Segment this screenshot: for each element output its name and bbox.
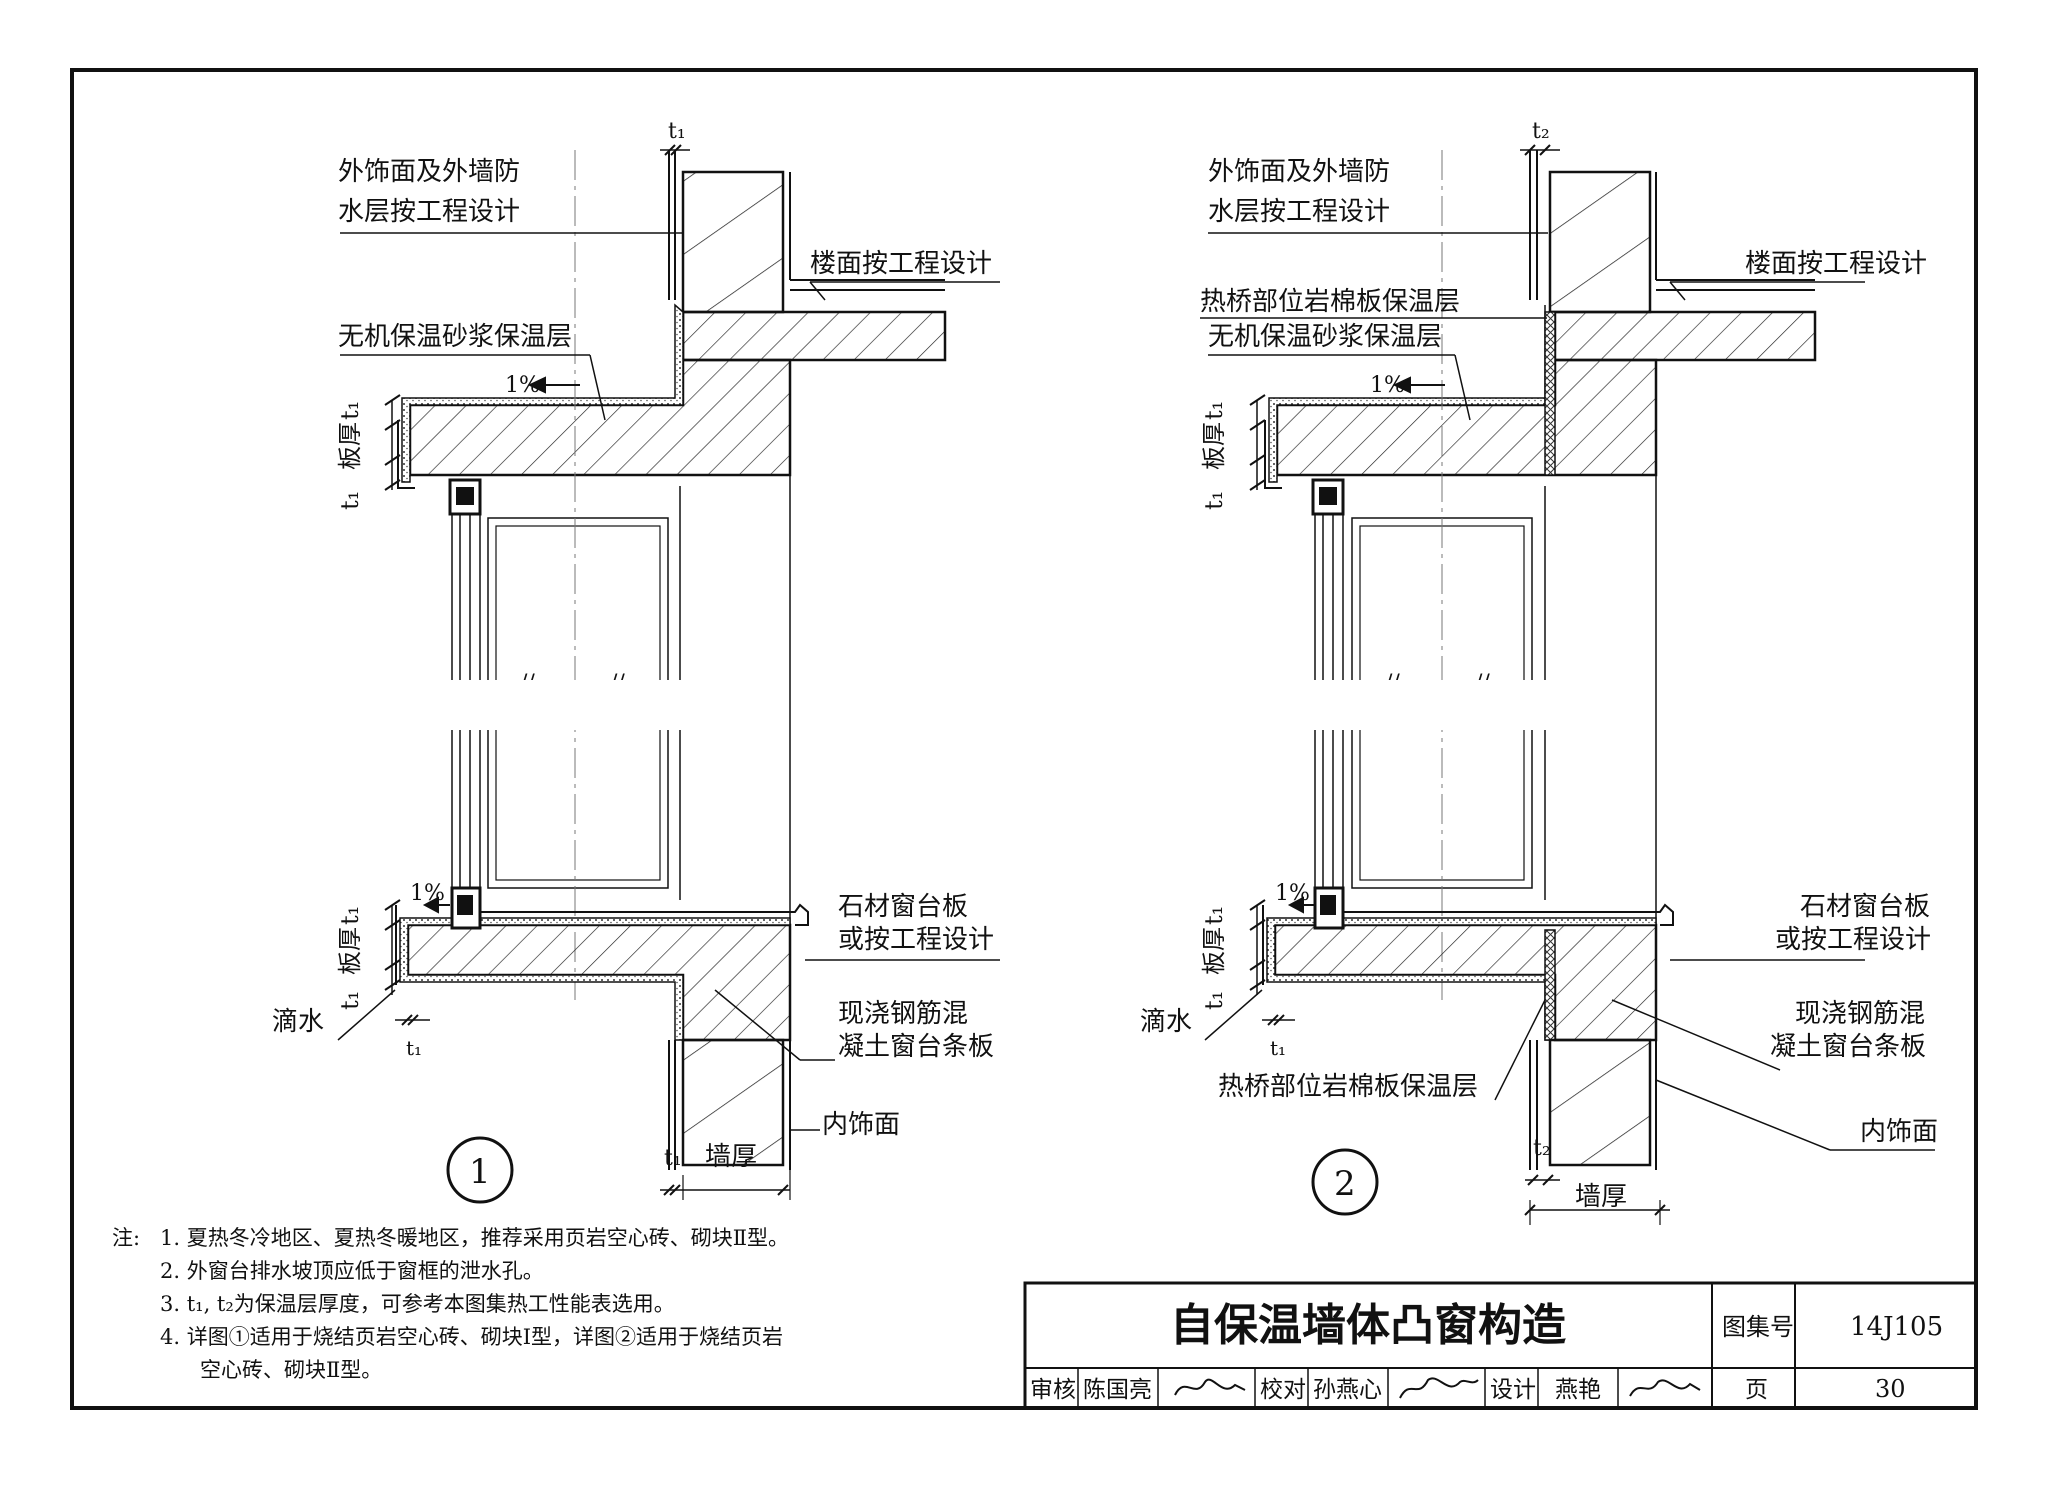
notes-heading: 注:: [112, 1226, 141, 1250]
d2-sill-label-2: 或按工程设计: [1775, 925, 1931, 955]
reviewer-signature: [1174, 1378, 1246, 1396]
d2-slope-top: 1%: [1370, 373, 1405, 398]
detail-1-circle: [446, 1136, 514, 1204]
stone-sill-board: [455, 903, 809, 926]
d2-wall-thickness: 墙厚: [1575, 1182, 1627, 1212]
check-label: 校对: [1260, 1377, 1306, 1403]
review-label: 审核: [1030, 1377, 1076, 1403]
checker-signature: [1399, 1377, 1479, 1399]
designer-name: 燕艳: [1555, 1377, 1601, 1403]
d1-sill-label-1: 石材窗台板: [838, 892, 968, 922]
d1-slope-top: 1%: [505, 373, 540, 398]
d1-sill-label-2: 或按工程设计: [838, 925, 994, 955]
d1-mortar-label: 无机保温砂浆保温层: [338, 322, 572, 352]
detail-1: // //: [337, 144, 1000, 1204]
note-2: 2. 外窗台排水坡顶应低于窗框的泄水孔。: [160, 1259, 544, 1283]
d2-inner-label: 内饰面: [1860, 1117, 1938, 1147]
d2-side-slab-top: 板厚: [1200, 422, 1228, 470]
d2-rockwool-label: 热桥部位岩棉板保温层: [1200, 287, 1460, 317]
d2-side-t1b-bot: t₁: [1200, 991, 1228, 1010]
note-1: 1. 夏热冬冷地区、夏热冬暖地区，推荐采用页岩空心砖、砌块Ⅱ型。: [160, 1226, 789, 1250]
page-value: 30: [1875, 1375, 1906, 1403]
d2-sill-label-1: 石材窗台板: [1800, 892, 1930, 922]
d2-rockwool-label-bottom: 热桥部位岩棉板保温层: [1218, 1072, 1478, 1102]
d2-floor-label: 楼面按工程设计: [1745, 249, 1927, 279]
d2-side-t1-top: t₁: [1200, 401, 1228, 420]
mortar-insulation-bottom: [399, 917, 791, 1041]
mortar-insulation-top: [401, 303, 684, 483]
d1-side-t1-bot: t₁: [336, 906, 364, 925]
d2-side-t1b-top: t₁: [1200, 491, 1228, 510]
d1-wall-thickness: 墙厚: [705, 1142, 757, 1172]
checker-name: 孙燕心: [1313, 1377, 1382, 1403]
d1-side-slab-bot: 板厚: [336, 927, 364, 975]
d2-drip-t1: t₁: [1270, 1036, 1286, 1060]
d2-concrete-label-2: 凝土窗台条板: [1770, 1032, 1926, 1062]
d1-top-label-2: 水层按工程设计: [338, 197, 520, 227]
reviewer-name: 陈国亮: [1083, 1377, 1152, 1403]
d1-concrete-label-1: 现浇钢筋混: [838, 999, 968, 1029]
d2-drip-label: 滴水: [1140, 1007, 1192, 1037]
note-4-cont: 空心砖、砌块Ⅱ型。: [200, 1358, 383, 1382]
d1-t1-bottom: t₁: [664, 1146, 682, 1171]
d2-top-label-2: 水层按工程设计: [1208, 197, 1390, 227]
floor-slab-2: [1548, 310, 1817, 362]
sheet-border: [70, 68, 1978, 1410]
d1-number: 1: [469, 1152, 491, 1192]
stone-sill-board-2: [1318, 903, 1674, 926]
d2-concrete-label-1: 现浇钢筋混: [1795, 999, 1925, 1029]
d1-side-t1b-top: t₁: [336, 491, 364, 510]
design-label: 设计: [1490, 1377, 1536, 1403]
detail-2-circle: [1311, 1148, 1379, 1216]
d1-t1-top: t₁: [668, 119, 686, 144]
d1-drip-t1: t₁: [406, 1036, 422, 1060]
floor-slab: [681, 310, 947, 362]
title-block-text: 自保温墙体凸窗构造 图集号 14J105 审核 陈国亮 校对 孙燕心 设计 燕艳…: [1030, 1300, 1943, 1403]
rockwool-insulation-bottom-2: [1544, 929, 1556, 1041]
rockwool-insulation-top-2: [1544, 311, 1556, 476]
d2-number: 2: [1334, 1164, 1356, 1204]
d2-t2-bottom: t₂: [1533, 1136, 1551, 1161]
atlas-value: 14J105: [1850, 1312, 1943, 1342]
d2-slope-bottom: 1%: [1275, 881, 1310, 906]
mortar-insulation-top-2: [1268, 305, 1546, 483]
d1-side-t1-top: t₁: [336, 401, 364, 420]
note-4: 4. 详图①适用于烧结页岩空心砖、砌块Ⅰ型，详图②适用于烧结页岩: [160, 1325, 784, 1349]
d1-slope-bottom: 1%: [410, 881, 445, 906]
d2-side-slab-bot: 板厚: [1200, 927, 1228, 975]
d1-inner-label: 内饰面: [822, 1110, 900, 1140]
detail-1-labels: 外饰面及外墙防 水层按工程设计 楼面按工程设计 无机保温砂浆保温层 1% 1% …: [272, 119, 994, 1192]
detail-2: // //: [1200, 144, 1935, 1225]
d1-top-label-1: 外饰面及外墙防: [338, 157, 520, 187]
d1-concrete-label-2: 凝土窗台条板: [838, 1032, 994, 1062]
designer-signature: [1629, 1379, 1701, 1397]
note-3: 3. t₁, t₂为保温层厚度，可参考本图集热工性能表选用。: [160, 1292, 675, 1316]
page-label: 页: [1745, 1377, 1768, 1403]
d2-side-t1-bot: t₁: [1200, 906, 1228, 925]
d2-mortar-label: 无机保温砂浆保温层: [1208, 322, 1442, 352]
lower-wall-block: [681, 1038, 785, 1167]
upper-wall-block: [681, 170, 785, 314]
detail-2-labels: 外饰面及外墙防 水层按工程设计 楼面按工程设计 热桥部位岩棉板保温层 无机保温砂…: [1140, 119, 1938, 1212]
d1-floor-label: 楼面按工程设计: [810, 249, 992, 279]
upper-wall-block-2: [1548, 170, 1652, 314]
d2-t2-top: t₂: [1532, 119, 1550, 144]
drawing-title: 自保温墙体凸窗构造: [1170, 1300, 1566, 1351]
atlas-label: 图集号: [1722, 1313, 1794, 1341]
title-block: [1023, 1281, 1978, 1410]
lower-wall-block-2: [1548, 1038, 1652, 1167]
d1-drip-label: 滴水: [272, 1007, 324, 1037]
d1-side-slab-top: 板厚: [336, 422, 364, 470]
d1-side-t1b-bot: t₁: [336, 991, 364, 1010]
d2-top-label-1: 外饰面及外墙防: [1208, 157, 1390, 187]
